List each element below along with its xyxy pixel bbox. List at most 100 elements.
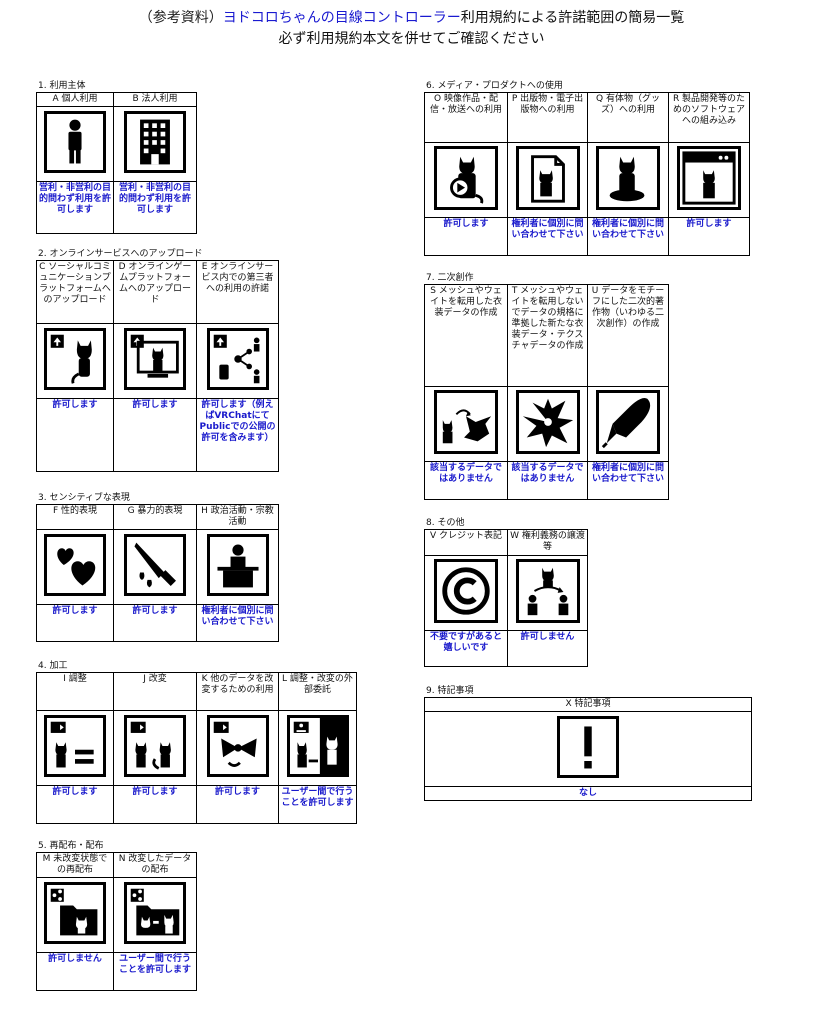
modify-cats-icon — [124, 715, 186, 777]
item-header-i: I 調整 — [36, 672, 114, 711]
item-header-e: E オンラインサービス内での第三者への利用の許諾 — [196, 260, 279, 324]
item-header-n: N 改変したデータの配布 — [113, 852, 197, 878]
item-status-d: 許可します — [113, 398, 197, 472]
permission-table: S メッシュやウェイトを転用した衣装データの作成 T メッシュやウェイトを転用し… — [424, 284, 669, 500]
page-subtitle: 必ず利用規約本文を併せてご確認ください — [278, 31, 545, 47]
item-header-h: H 政治活動・宗教活動 — [196, 504, 279, 530]
item-status-r: 許可します — [668, 217, 750, 256]
permission-table: V クレジット表記 W 権利義務の譲渡等 不要ですがあると嬉しいです 許可しませ… — [424, 529, 588, 667]
item-header-m: M 未改変状態での再配布 — [36, 852, 114, 878]
item-status-g: 許可します — [113, 604, 197, 642]
section-label: 9. 特記事項 — [426, 686, 474, 696]
item-status-c: 許可します — [36, 398, 114, 472]
item-header-p: P 出版物・電子出版物への利用 — [507, 92, 588, 143]
item-status-k: 許可します — [196, 785, 279, 824]
item-header-l: L 調整・改変の外部委託 — [278, 672, 357, 711]
copyright-icon — [434, 559, 498, 623]
speaker-podium-icon — [206, 534, 269, 596]
section-other: 8. その他 V クレジット表記 W 権利義務の譲渡等 不要ですがあると嬉しいで… — [424, 517, 588, 667]
permission-table: A 個人利用 B 法人利用 営利・非営利の目的問わず利用を許可します 営利・非営… — [36, 92, 197, 234]
page-title: （参考資料）ヨドコロちゃんの目線コントローラー利用規約による許諾範囲の簡易一覧 — [0, 8, 823, 28]
item-header-o: O 映像作品・配信・放送への利用 — [424, 92, 508, 143]
person-icon — [44, 111, 106, 173]
item-header-v: V クレジット表記 — [424, 529, 508, 556]
software-window-icon — [677, 146, 741, 210]
hearts-icon — [44, 534, 106, 596]
cat-outfit-icon — [434, 390, 498, 454]
video-cat-icon — [434, 146, 498, 210]
share-modified-icon — [124, 882, 186, 944]
section-label: 2. オンラインサービスへのアップロード — [38, 249, 203, 259]
item-status-l: ユーザー間で行うことを許可します — [278, 785, 357, 824]
outsource-icon — [286, 715, 349, 777]
section-label: 7. 二次創作 — [426, 273, 474, 283]
section-label: 1. 利用主体 — [38, 81, 86, 91]
title-suffix: 利用規約による許諾範囲の簡易一覧 — [460, 10, 685, 26]
building-icon — [124, 111, 186, 173]
item-status-v: 不要ですがあると嬉しいです — [424, 630, 508, 667]
item-header-g: G 暴力的表現 — [113, 504, 197, 530]
item-status-p: 権利者に個別に問い合わせて下さい — [507, 217, 588, 256]
section-media-product: 6. メディア・プロダクトへの使用 O 映像作品・配信・放送への利用 P 出版物… — [424, 80, 750, 256]
title-product-name: ヨドコロちゃんの目線コントローラー — [222, 10, 461, 26]
item-header-t: T メッシュやウェイトを転用しないでデータの規格に準拠した新たな衣装データ・テク… — [507, 284, 588, 387]
upload-cat-icon — [44, 328, 106, 390]
item-header-x: X 特記事項 — [424, 697, 752, 712]
section-usage-entity: 1. 利用主体 A 個人利用 B 法人利用 営利・非営利の目的問わず利用を許可し… — [36, 80, 197, 234]
adjust-equal-icon — [44, 715, 106, 777]
section-derivative-works: 7. 二次創作 S メッシュやウェイトを転用した衣装データの作成 T メッシュや… — [424, 272, 669, 500]
item-status-b: 営利・非営利の目的問わず利用を許可します — [113, 181, 197, 234]
item-status-a: 営利・非営利の目的問わず利用を許可します — [36, 181, 114, 234]
knife-icon — [124, 534, 186, 596]
section-redistribution: 5. 再配布・配布 M 未改変状態での再配布 N 改変したデータの配布 許可しま… — [36, 840, 197, 991]
permission-table: O 映像作品・配信・放送への利用 P 出版物・電子出版物への利用 Q 有体物（グ… — [424, 92, 750, 256]
item-status-x: なし — [424, 786, 752, 801]
section-special-notes: 9. 特記事項 X 特記事項 なし — [424, 685, 752, 801]
permission-table: X 特記事項 なし — [424, 697, 752, 801]
section-label: 3. センシティブな表現 — [38, 493, 130, 503]
item-status-n: ユーザー間で行うことを許可します — [113, 952, 197, 991]
permission-table: F 性的表現 G 暴力的表現 H 政治活動・宗教活動 許可します 許可します 権… — [36, 504, 279, 642]
item-status-o: 許可します — [424, 217, 508, 256]
section-label: 4. 加工 — [38, 661, 68, 671]
section-modification: 4. 加工 I 調整 J 改変 K 他のデータを改変するための利用 L 調整・改… — [36, 660, 357, 824]
item-status-j: 許可します — [113, 785, 197, 824]
item-status-q: 権利者に個別に問い合わせて下さい — [587, 217, 669, 256]
pen-nib-icon — [596, 390, 660, 454]
item-header-s: S メッシュやウェイトを転用した衣装データの作成 — [424, 284, 508, 387]
item-header-k: K 他のデータを改変するための利用 — [196, 672, 279, 711]
permission-table: C ソーシャルコミュニケーションプラットフォームへのアップロード D オンライン… — [36, 260, 279, 472]
share-folder-icon — [44, 882, 106, 944]
figure-cat-icon — [596, 146, 660, 210]
bow-icon — [206, 715, 269, 777]
item-status-w: 許可しません — [507, 630, 588, 667]
item-header-r: R 製品開発等のためのソフトウェアへの組み込み — [668, 92, 750, 143]
transfer-icon — [515, 559, 580, 623]
section-label: 6. メディア・プロダクトへの使用 — [426, 81, 563, 91]
permission-table: M 未改変状態での再配布 N 改変したデータの配布 許可しません ユーザー間で行… — [36, 852, 197, 991]
item-header-f: F 性的表現 — [36, 504, 114, 530]
section-label: 5. 再配布・配布 — [38, 841, 104, 851]
section-sensitive-expression: 3. センシティブな表現 F 性的表現 G 暴力的表現 H 政治活動・宗教活動 … — [36, 492, 279, 642]
item-header-c: C ソーシャルコミュニケーションプラットフォームへのアップロード — [36, 260, 114, 324]
item-status-s: 該当するデータではありません — [424, 461, 508, 500]
item-status-h: 権利者に個別に問い合わせて下さい — [196, 604, 279, 642]
item-header-j: J 改変 — [113, 672, 197, 711]
exclamation-icon — [557, 716, 619, 778]
permission-table: I 調整 J 改変 K 他のデータを改変するための利用 L 調整・改変の外部委託… — [36, 672, 357, 824]
item-status-t: 該当するデータではありません — [507, 461, 588, 500]
item-header-q: Q 有体物（グッズ）への利用 — [587, 92, 669, 143]
section-label: 8. その他 — [426, 518, 465, 528]
item-header-w: W 権利義務の譲渡等 — [507, 529, 588, 556]
upload-monitor-cat-icon — [124, 328, 186, 390]
title-prefix: （参考資料） — [138, 10, 223, 26]
item-status-m: 許可しません — [36, 952, 114, 991]
share-users-icon — [206, 328, 269, 390]
item-header-a: A 個人利用 — [36, 92, 114, 107]
item-header-u: U データをモチーフにした二次的著作物（いわゆる二次創作）の作成 — [587, 284, 669, 387]
item-header-d: D オンラインゲームプラットフォームへのアップロード — [113, 260, 197, 324]
item-header-b: B 法人利用 — [113, 92, 197, 107]
document-cat-icon — [515, 146, 580, 210]
item-status-f: 許可します — [36, 604, 114, 642]
item-status-i: 許可します — [36, 785, 114, 824]
